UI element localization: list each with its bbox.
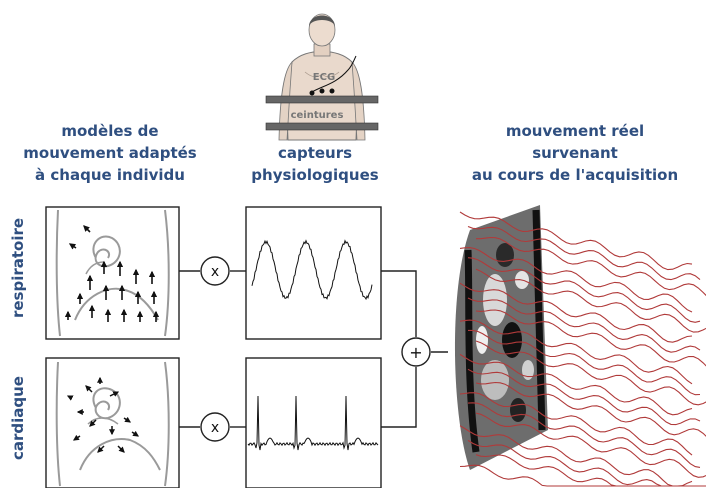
multiply-operator-respiratory: x — [200, 256, 230, 286]
motion-curve — [475, 412, 706, 478]
real-motion-heading-line-3: au cours de l'acquisition — [471, 166, 679, 184]
ecg-label: ECG — [313, 72, 335, 83]
multiply-symbol: x — [211, 264, 219, 280]
motion-curve — [459, 464, 692, 487]
ecg-wire — [311, 55, 357, 93]
ecg-electrode-1 — [309, 90, 315, 96]
multiply-operator-cardiac: x — [200, 412, 230, 442]
vector-arrow — [117, 445, 125, 453]
belts-label: ceintures — [291, 110, 344, 121]
motion-curve — [459, 392, 693, 456]
vector-arrow — [97, 445, 105, 453]
vector-arrow — [68, 243, 77, 250]
motion-curve — [467, 297, 701, 353]
sensors-heading-line-1: capteurs — [277, 144, 353, 162]
models-heading-line-2: mouvement adaptés — [23, 144, 197, 162]
motion-curve — [467, 225, 701, 281]
vector-arrow — [85, 385, 93, 393]
motion-curve — [475, 268, 706, 333]
vector-arrow — [89, 419, 97, 427]
cardiac-model-box — [45, 357, 180, 488]
motion-curve — [467, 257, 701, 323]
head-shape — [308, 13, 336, 47]
respiratory-sensor-box — [245, 206, 382, 340]
sum-operator: + — [401, 337, 431, 367]
real-motion-heading: mouvement réel survenant au cours de l'a… — [450, 120, 700, 186]
multiply-symbol: x — [211, 420, 219, 436]
sensors-heading-line-2: physiologiques — [251, 166, 379, 184]
patient-figure: ECG ceintures — [265, 13, 379, 141]
motion-curve — [467, 368, 701, 426]
models-heading-line-3: à chaque individu — [35, 166, 185, 184]
real-motion-image — [454, 205, 706, 487]
belt-upper — [265, 95, 379, 104]
real-motion-heading-line-2: survenant — [532, 144, 618, 162]
motion-curve — [459, 247, 693, 313]
vector-arrow — [109, 391, 120, 397]
motion-curve — [476, 236, 706, 297]
vector-arrow — [131, 430, 139, 437]
motion-curve — [475, 381, 706, 437]
models-heading: modèles de mouvement adaptés à chaque in… — [10, 120, 210, 186]
vector-arrow — [83, 225, 91, 233]
motion-curve — [459, 211, 693, 271]
motion-curve — [459, 425, 693, 487]
vector-arrow — [123, 416, 131, 423]
cardiac-sensor-box — [245, 357, 382, 488]
motion-curve — [468, 329, 701, 396]
motion-curve — [459, 353, 693, 416]
vector-arrow — [73, 434, 81, 441]
belt-lower — [265, 122, 379, 131]
respiratory-model-box — [45, 206, 180, 340]
sum-symbol: + — [409, 343, 422, 362]
motion-curve — [475, 340, 706, 406]
motion-curve — [459, 319, 693, 385]
vector-arrow — [66, 395, 74, 401]
ecg-electrode-3 — [329, 88, 335, 94]
hair-shape — [309, 15, 335, 26]
motion-curve — [475, 309, 706, 367]
sensors-heading: capteurs physiologiques — [215, 142, 415, 186]
models-heading-line-1: modèles de — [61, 122, 159, 140]
motion-curve — [467, 402, 701, 468]
real-motion-heading-line-1: mouvement réel — [505, 122, 645, 140]
motion-curve — [459, 282, 693, 343]
ecg-electrode-2 — [319, 88, 325, 94]
